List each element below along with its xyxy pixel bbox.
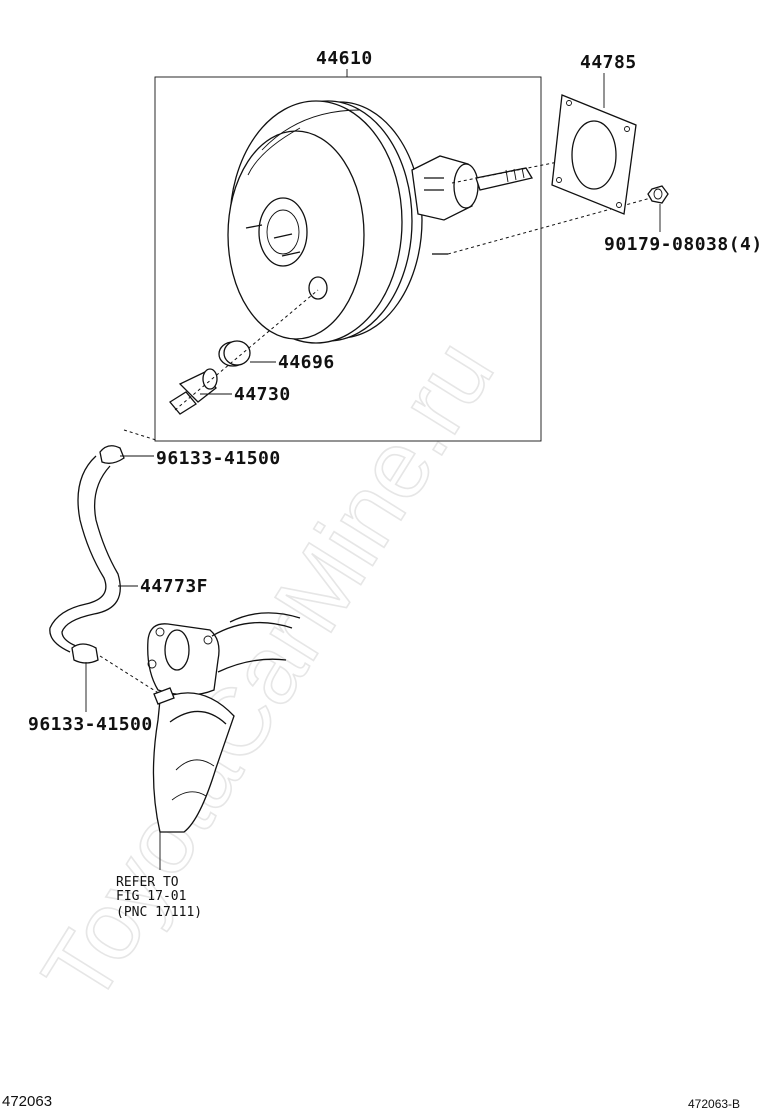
part-label-gasket: 44785 [580,52,637,73]
intake-manifold [147,612,301,870]
clip-upper [99,445,154,464]
part-label-booster: 44610 [316,48,373,69]
watermark: ToyotaCarMine.ru [22,322,514,1021]
brake-booster-drawing [227,100,534,344]
reference-note-line1: REFER TO [116,875,179,890]
reference-note-line3: (PNC 17111) [116,905,202,920]
check-valve [169,368,232,415]
grommet [218,340,276,367]
part-label-nut: 90179-08038(4) [604,234,760,255]
part-label-clip-lower: 96133-41500 [28,714,153,735]
figure-id: 472063 [2,1093,52,1110]
part-label-clip-upper: 96133-41500 [156,448,281,469]
reference-note-line2: FIG 17-01 [116,889,186,904]
figure-id-small: 472063-B [688,1097,740,1111]
gasket [551,73,637,215]
part-label-hose: 44773F [140,576,208,597]
clip-lower [71,643,99,712]
part-label-grommet: 44696 [278,352,335,373]
part-label-check-valve: 44730 [234,384,291,405]
booster-frame [154,76,542,442]
nut [647,185,669,232]
vacuum-hose [49,455,138,653]
